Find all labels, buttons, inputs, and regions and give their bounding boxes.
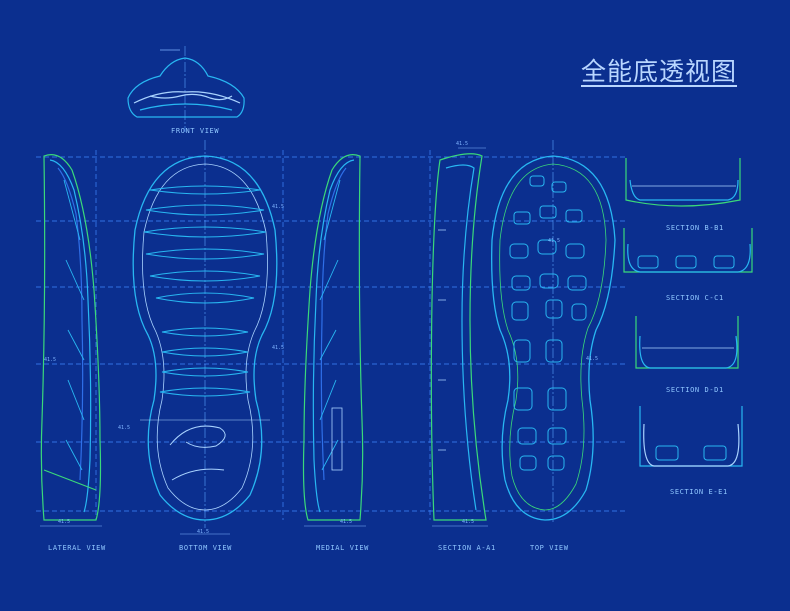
section-cc-label: SECTION C-C1 — [666, 294, 724, 302]
medial-view-label: MEDIAL VIEW — [316, 544, 369, 552]
dimension-label: 41.5 — [118, 425, 131, 431]
front-view-shape — [127, 49, 245, 118]
top-view-shape — [491, 155, 616, 521]
top-view-label: TOP VIEW — [530, 544, 569, 552]
dimension-label: 41.5 — [548, 238, 561, 244]
section-aa-shape — [430, 147, 487, 521]
section-dd-label: SECTION D-D1 — [666, 386, 724, 394]
bottom-view-shape — [132, 155, 278, 521]
reference-lines — [36, 150, 625, 520]
dimension-label: 41.5 — [197, 529, 210, 535]
front-view-label: FRONT VIEW — [171, 127, 220, 135]
dimension-label: 41.5 — [340, 519, 353, 525]
section-bb-shape — [625, 158, 741, 207]
lateral-view-label: LATERAL VIEW — [48, 544, 106, 552]
section-cc-shape — [623, 228, 753, 273]
dimension-label: 41.5 — [44, 357, 57, 363]
dimension-label: 41.5 — [58, 519, 71, 525]
drawing-title: 全能底透视图 — [581, 57, 738, 86]
section-bb-label: SECTION B-B1 — [666, 224, 724, 232]
lateral-view-shape — [40, 154, 102, 521]
section-ee-label: SECTION E-E1 — [670, 488, 728, 496]
dimension-lines — [40, 525, 488, 535]
dimension-label: 41.5 — [272, 204, 285, 210]
section-aa-label: SECTION A-A1 — [438, 544, 496, 552]
dimension-label: 41.5 — [462, 519, 475, 525]
section-ee-shape — [639, 406, 743, 467]
dimension-label: 41.5 — [456, 141, 469, 147]
bottom-view-label: BOTTOM VIEW — [179, 544, 232, 552]
dimension-label: 41.5 — [586, 356, 599, 362]
medial-view-shape — [302, 154, 364, 521]
section-dd-shape — [635, 316, 739, 369]
dimension-label: 41.5 — [272, 345, 285, 351]
